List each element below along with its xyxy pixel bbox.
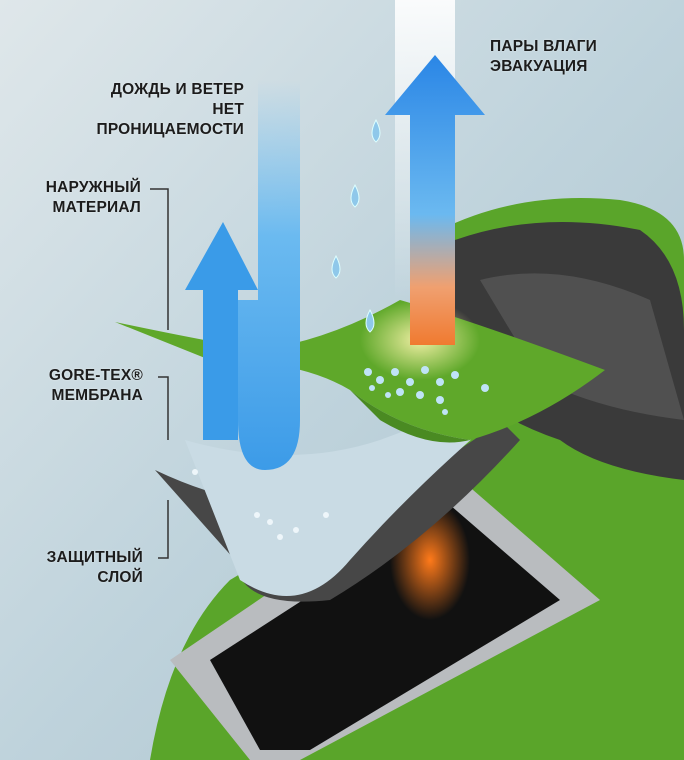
window-opening (210, 505, 560, 750)
membrane-label: GORE-TEX® МЕМБРАНА (48, 367, 143, 404)
condensation-dots (192, 469, 329, 540)
vapor-label: ПАРЫ ВЛАГИ ЭВАКУАЦИЯ (490, 38, 597, 75)
outer-fabric-layer (115, 300, 605, 440)
lining-label: ЗАЩИТНЫЙ СЛОЙ (46, 549, 143, 586)
vapor-bubbles (364, 366, 489, 415)
rain-label: ДОЖДЬ И ВЕТЕР НЕТ ПРОНИЦАЕМОСТИ (96, 81, 244, 138)
outer-material-label: НАРУЖНЫЙ МАТЕРИАЛ (45, 179, 141, 216)
rain-deflect-arrow-icon (238, 80, 300, 470)
rain-arrow-icon (185, 222, 258, 440)
label-brackets (150, 188, 169, 559)
vapor-arrow-icon (385, 55, 485, 345)
droplet-icons (331, 118, 381, 333)
